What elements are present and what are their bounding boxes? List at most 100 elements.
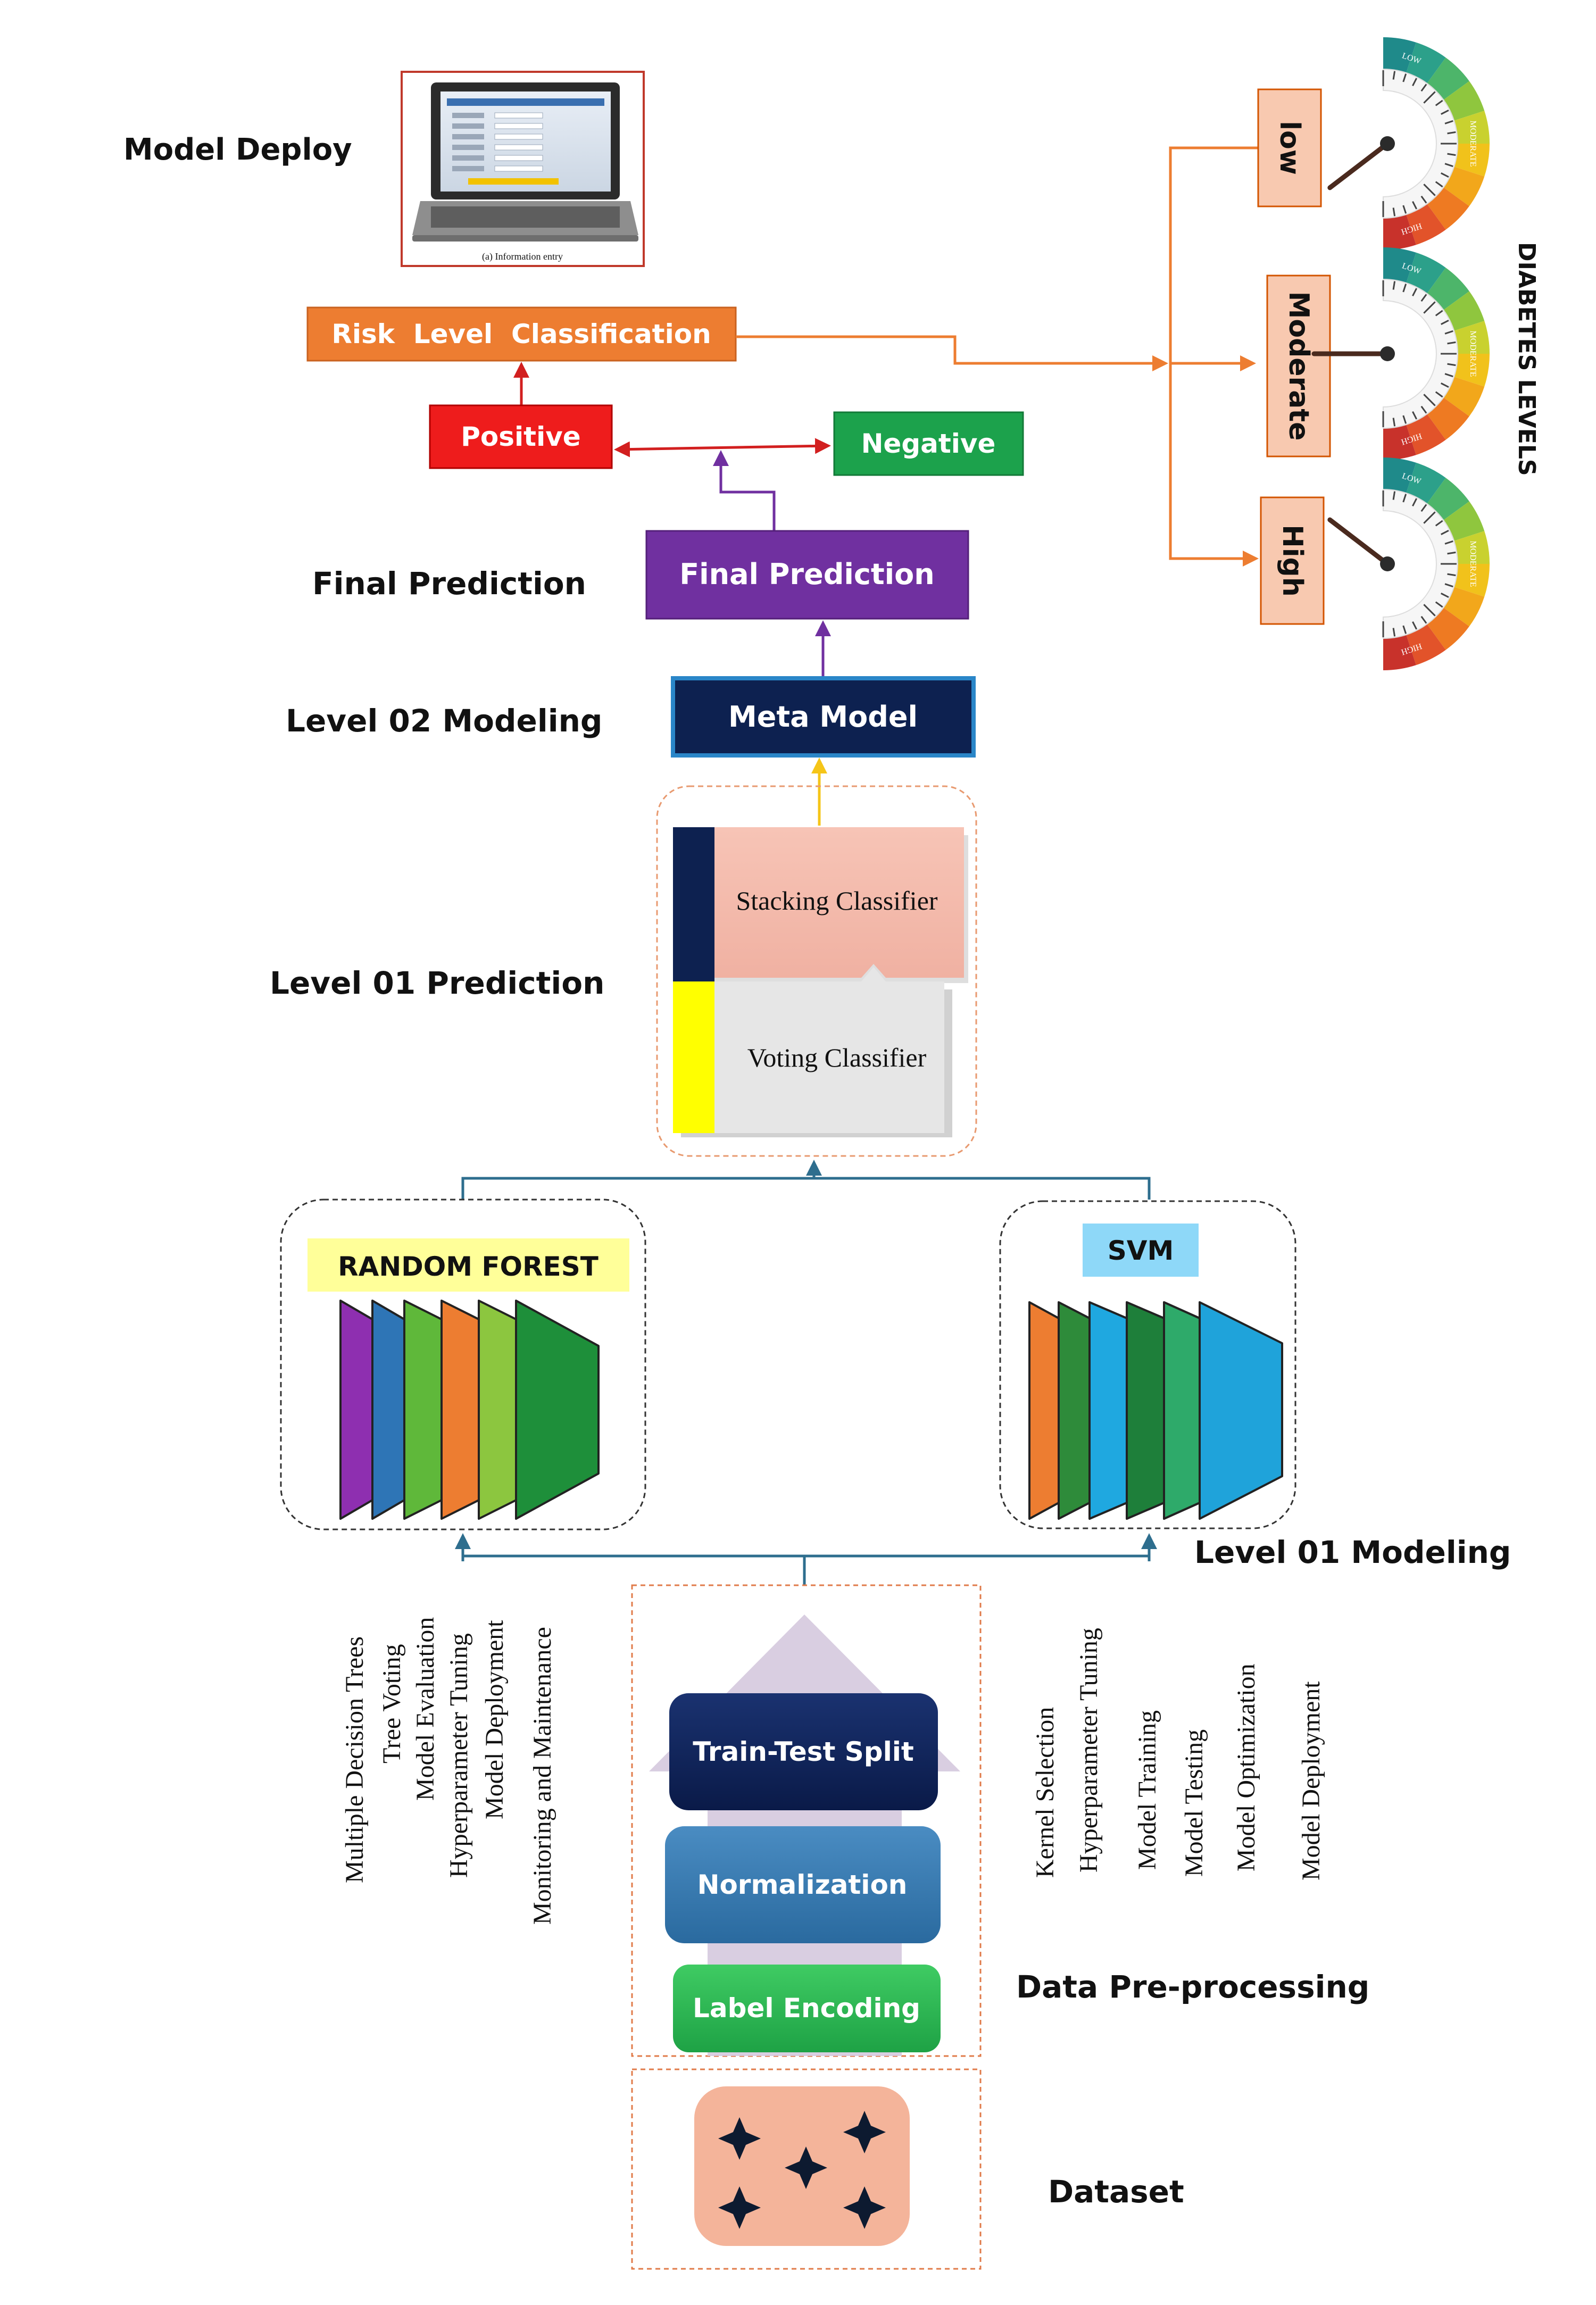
gauge-segment [1406, 462, 1446, 504]
stacking-classifier-text: Stacking Classifier [736, 886, 937, 916]
data-preprocessing-label: Data Pre-processing [1016, 1969, 1369, 2005]
gauge-tick [1402, 625, 1407, 634]
gauge-tick [1392, 418, 1396, 427]
level-high-box [1260, 496, 1325, 625]
gauge-segment [1383, 247, 1416, 283]
stacking-classifier: Stacking Classifier [673, 827, 968, 983]
negative-box [833, 411, 1024, 476]
svm-layers [1028, 1301, 1283, 1520]
train-test-split-box [669, 1693, 938, 1810]
gauge-segment-label: MODERATE [1468, 330, 1477, 377]
data-preprocessing-group [631, 1584, 982, 2057]
gauge-segment [1454, 531, 1490, 564]
level-moderate-box [1266, 274, 1331, 457]
gauge-tick [1402, 284, 1407, 293]
random-forest-steps: Multiple Decision Trees Tree Voting Mode… [340, 1617, 556, 1925]
gauge-segment [1443, 587, 1485, 627]
meta-model-box [671, 676, 976, 758]
gauge-tick [1447, 573, 1456, 577]
normalization-text: Normalization [697, 1869, 908, 1900]
gauge-tick [1392, 71, 1396, 80]
gauge-tick [1420, 405, 1427, 414]
gauge-tick [1447, 341, 1456, 345]
svm-tag [1083, 1224, 1199, 1277]
rf-step-3: Model Evaluation [411, 1617, 439, 1801]
label-encoding-text: Label Encoding [693, 1993, 920, 2024]
gauge-segment [1383, 635, 1416, 670]
gauge-segment-label: MODERATE [1468, 120, 1477, 167]
dataset-group [631, 2068, 982, 2270]
gauges: LOWMODERATEHIGHLOWMODERATEHIGHLOWMODERAT… [1311, 37, 1490, 670]
gauge-tick [1447, 551, 1456, 555]
gauge-tick [1420, 294, 1427, 302]
voting-classifier-text: Voting Classifier [747, 1043, 927, 1072]
level01-modeling-label: Level 01 Modeling [1194, 1534, 1511, 1570]
arrow-levels-bus [1169, 146, 1259, 567]
gauge-tick [1435, 391, 1443, 398]
connector-models-bottom [461, 1554, 1151, 1561]
gauge-segment [1454, 321, 1490, 354]
normalization-box [665, 1826, 941, 1943]
gauge-tick [1444, 373, 1453, 378]
voting-classifier: Voting Classifier [673, 967, 952, 1137]
gauge-segment [1454, 111, 1490, 144]
gauge-needle [1327, 141, 1390, 190]
gauge-tick [1420, 504, 1427, 512]
meta-model-text: Meta Model [728, 700, 918, 734]
gauge-tick [1402, 205, 1407, 214]
gauge-tick [1441, 110, 1449, 115]
gauge-tick [1423, 301, 1436, 314]
svm-step-6: Model Deployment [1297, 1681, 1325, 1880]
gauge-segment [1443, 501, 1485, 541]
connector-models-top [461, 1177, 1151, 1200]
train-test-split-text: Train-Test Split [693, 1736, 914, 1767]
arrow-final-to-outcome [713, 450, 776, 531]
gauge-hub [1380, 136, 1395, 151]
gauge-segment [1406, 204, 1446, 245]
gauge-segment [1443, 377, 1485, 417]
gauge-segment [1454, 144, 1490, 177]
gauge-segment [1443, 167, 1485, 206]
gauge-tick [1392, 281, 1396, 290]
risk-level-classification-box [306, 306, 737, 362]
final-prediction-label: Final Prediction [312, 565, 586, 602]
gauge-tick [1423, 184, 1436, 196]
gauge-tick [1402, 415, 1407, 424]
diabetes-levels-label: DIABETES LEVELS [1513, 242, 1540, 476]
gauge-tick [1444, 163, 1453, 168]
gauge-tick [1412, 498, 1417, 506]
svm-step-3: Model Training [1133, 1710, 1161, 1870]
positive-text: Positive [461, 421, 580, 452]
gauge-segment [1406, 252, 1446, 294]
gauge-segment [1427, 397, 1469, 440]
gauge-segment [1443, 291, 1485, 331]
final-prediction-box [645, 530, 969, 620]
rf-step-2: Tree Voting [378, 1644, 406, 1763]
arrow-positive-negative [614, 438, 831, 457]
gauge-segment [1383, 37, 1416, 73]
level-low-box [1257, 88, 1322, 207]
gauge-tick [1412, 201, 1417, 210]
final-prediction-text: Final Prediction [679, 557, 934, 591]
gauge-tick [1441, 530, 1449, 535]
level01-prediction-label: Level 01 Prediction [270, 965, 604, 1001]
gauge-segment [1406, 414, 1446, 455]
gauge-tick [1447, 153, 1456, 156]
gauge-tick [1412, 78, 1417, 86]
gauge-tick [1441, 172, 1449, 178]
gauge-segment [1406, 42, 1446, 84]
svm-step-5: Model Optimization [1232, 1663, 1260, 1871]
gauge-tick [1441, 320, 1449, 325]
gauge-segment [1383, 457, 1416, 493]
gauge-tick [1420, 615, 1427, 624]
gauge-tick [1441, 382, 1449, 388]
gauge-tick [1420, 84, 1427, 92]
gauge-segment [1427, 268, 1469, 310]
svm-group [999, 1200, 1296, 1529]
gauge-segment [1383, 214, 1416, 250]
rf-step-1: Multiple Decision Trees [340, 1636, 369, 1883]
gauge-tick [1420, 195, 1427, 204]
arrow-risk-to-levels [736, 335, 1168, 371]
model-deploy-label: Model Deploy [123, 132, 352, 167]
